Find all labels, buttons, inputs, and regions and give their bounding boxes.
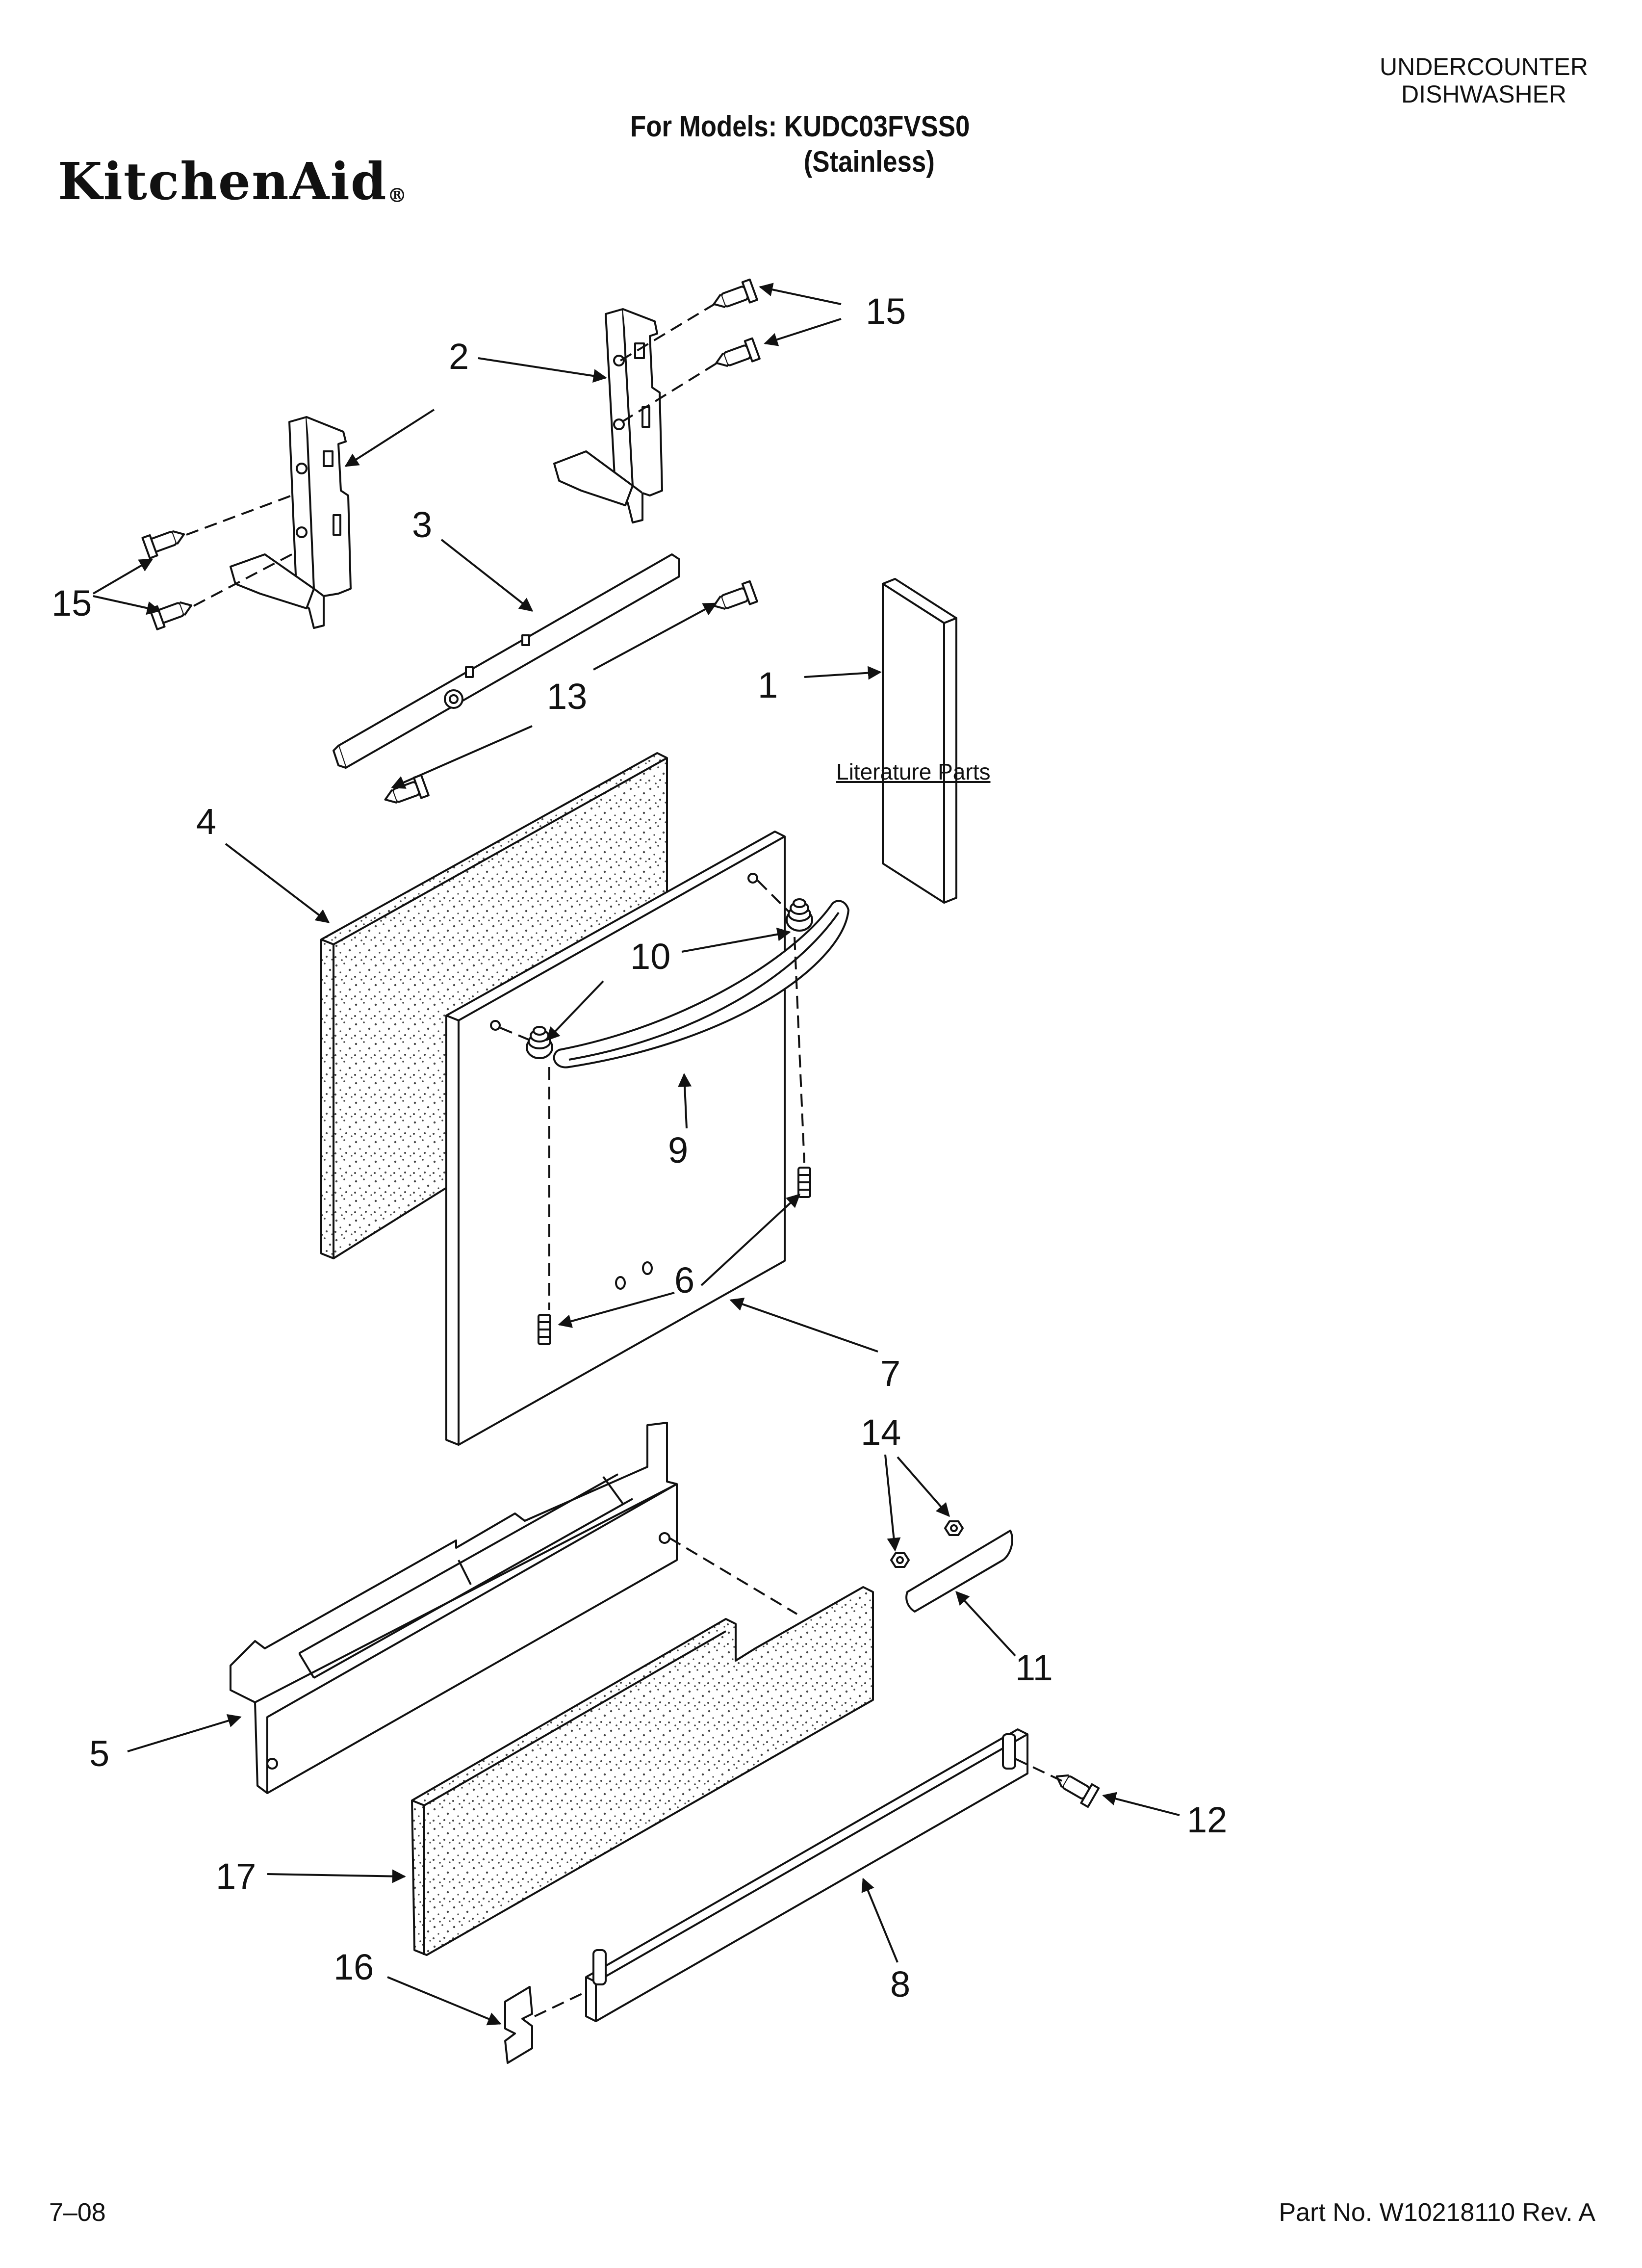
part-14-nuts [890, 1520, 964, 1568]
part-10-handle-mounts [526, 898, 813, 1059]
part-9-handle [553, 900, 849, 1069]
part-number: Part No. W10218110 Rev. A [1279, 2198, 1595, 2227]
callout-11: 11 [1015, 1647, 1053, 1688]
callout-8: 8 [890, 1964, 910, 2005]
leader-arrows [92, 283, 1180, 2026]
callout-numbers: 1 2 3 4 5 6 7 8 9 10 11 12 13 14 15 15 1… [51, 291, 1227, 2005]
appliance-category: UNDERCOUNTER DISHWASHER [1380, 53, 1588, 108]
callout-5: 5 [89, 1733, 109, 1774]
part-15-screws [141, 278, 761, 630]
part-11-trim [905, 1530, 1013, 1613]
model-line-2: (Stainless) [803, 145, 935, 178]
brand-name: KitchenAid [58, 151, 387, 211]
callout-10: 10 [630, 936, 670, 977]
part-3-mounting-rail [333, 553, 680, 769]
part-16-clip [504, 1986, 533, 2064]
literature-parts-label: Literature Parts [836, 759, 991, 784]
model-heading: For Models: KUDC03FVSS0 (Stainless) [630, 109, 970, 180]
part-2-right-bracket [553, 308, 663, 523]
model-line-1: For Models: KUDC03FVSS0 [630, 110, 970, 143]
part-5-lower-bracket [230, 1422, 678, 1794]
revision-date: 7–08 [49, 2198, 106, 2227]
callout-13: 13 [547, 676, 587, 717]
part-8-toe-kick [585, 1728, 1028, 2022]
part-6-studs [538, 1167, 811, 1345]
part-17-insulation-strip [411, 1586, 874, 1956]
category-line-2: DISHWASHER [1401, 80, 1567, 108]
registered-mark: ® [387, 184, 408, 207]
callout-17: 17 [216, 1856, 256, 1897]
callout-7: 7 [880, 1353, 900, 1394]
part-1-literature [882, 578, 957, 904]
assembly-lines [186, 301, 1062, 2017]
callout-4: 4 [196, 801, 216, 842]
category-line-1: UNDERCOUNTER [1380, 53, 1588, 80]
callout-9: 9 [668, 1130, 688, 1171]
part-2-left-bracket [230, 416, 352, 629]
callout-15-lower: 15 [51, 583, 92, 624]
callout-6: 6 [674, 1260, 694, 1301]
callout-16: 16 [334, 1947, 374, 1987]
brand-logo: KitchenAid® [58, 152, 408, 225]
callout-2: 2 [449, 336, 469, 377]
callout-15-upper: 15 [866, 291, 906, 332]
callout-1: 1 [758, 665, 778, 705]
callout-14: 14 [861, 1412, 901, 1453]
callout-12: 12 [1187, 1799, 1227, 1840]
part-7-door-panel [445, 831, 786, 1446]
part-12-screw [1055, 1774, 1100, 1808]
callout-3: 3 [412, 504, 432, 545]
